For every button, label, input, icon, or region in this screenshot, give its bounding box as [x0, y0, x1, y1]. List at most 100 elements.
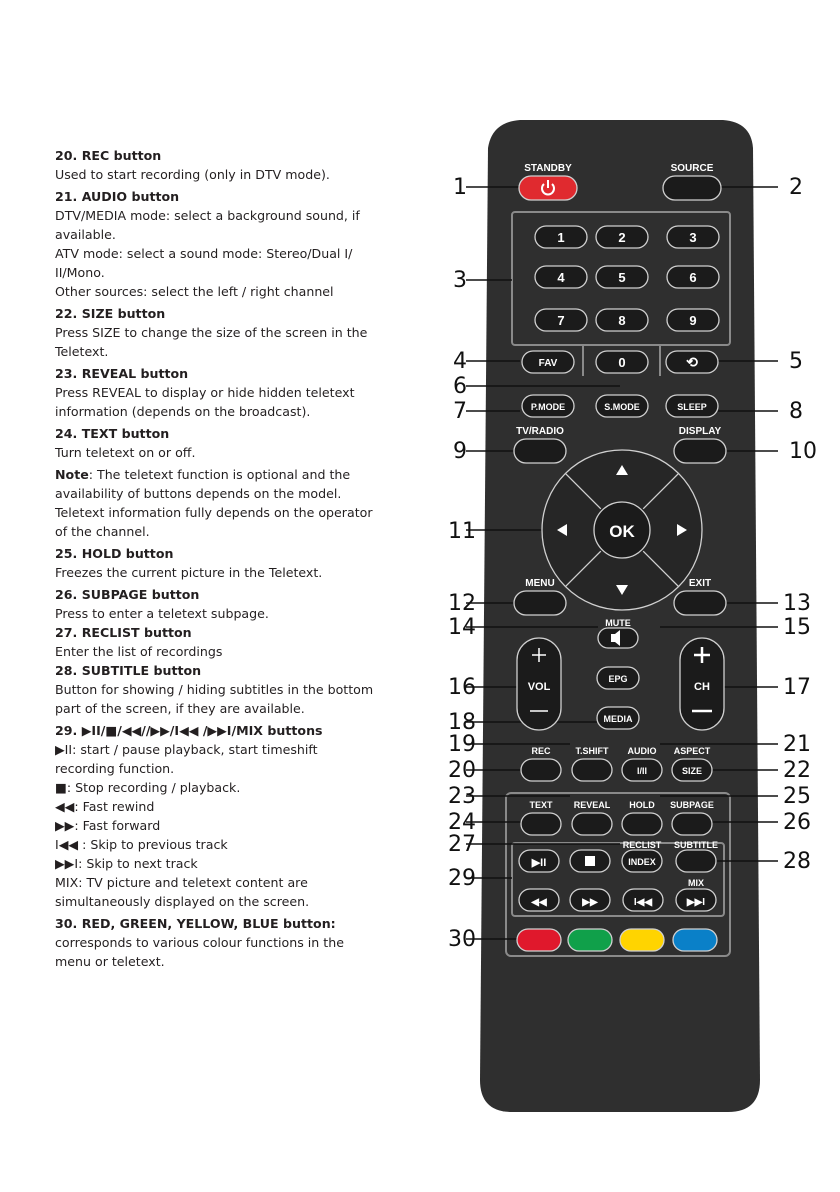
- ch-label: CH: [694, 681, 710, 693]
- digit-label: 2: [618, 230, 625, 245]
- volume-rocker[interactable]: [516, 637, 562, 731]
- subtitle-label: SUBTITLE: [674, 840, 718, 850]
- hold-button[interactable]: [621, 812, 663, 836]
- source-label: SOURCE: [671, 163, 714, 174]
- red-button[interactable]: [516, 928, 562, 952]
- smode-button[interactable]: [595, 394, 649, 418]
- green-button[interactable]: [567, 928, 613, 952]
- prev-track-icon: I◀◀: [634, 897, 652, 908]
- digit-2-button[interactable]: [595, 225, 649, 249]
- audio-button-label: I/II: [637, 766, 647, 776]
- section-line: Enter the list of recordings: [55, 644, 223, 659]
- fav-button[interactable]: [521, 350, 575, 374]
- blue-button[interactable]: [672, 928, 718, 952]
- section-title: 21. AUDIO button: [55, 189, 180, 204]
- size-button[interactable]: [671, 758, 713, 782]
- dpad-divider: [642, 550, 680, 588]
- tvradio-button[interactable]: [513, 438, 567, 464]
- digit-3-button[interactable]: [666, 225, 720, 249]
- section-line: Freezes the current picture in the Telet…: [55, 565, 323, 580]
- epg-button[interactable]: [596, 666, 640, 690]
- section-line: ▶▶: Fast forward: [55, 818, 161, 833]
- standby-label: STANDBY: [524, 163, 572, 174]
- callout-number: 1: [453, 175, 467, 200]
- display-label: DISPLAY: [679, 426, 722, 437]
- digit-label: 4: [557, 270, 565, 285]
- callout-number: 16: [448, 675, 476, 700]
- callout-number: 7: [453, 399, 467, 424]
- digit-9-button[interactable]: [666, 308, 720, 332]
- audio-button[interactable]: [621, 758, 663, 782]
- pmode-button[interactable]: [521, 394, 575, 418]
- note-label: Note: [55, 467, 89, 482]
- next-track-button[interactable]: [675, 888, 717, 912]
- section-title: 29. ▶II/■/◀◀//▶▶/I◀◀ /▶▶I/MIX buttons: [55, 723, 323, 738]
- media-label: MEDIA: [604, 714, 634, 724]
- sleep-button[interactable]: [665, 394, 719, 418]
- section-line: ▶II: start / pause playback, start times…: [55, 742, 318, 776]
- manual-section: 29. ▶II/■/◀◀//▶▶/I◀◀ /▶▶I/MIX buttons ▶II…: [55, 721, 375, 911]
- aspect-label: ASPECT: [674, 746, 711, 756]
- reclist-label: RECLIST: [623, 840, 662, 850]
- media-button[interactable]: [596, 706, 640, 730]
- left-arrow-icon[interactable]: [557, 524, 567, 536]
- section-line: Other sources: select the left / right c…: [55, 284, 334, 299]
- channel-rocker[interactable]: [679, 637, 725, 731]
- right-arrow-icon[interactable]: [677, 524, 687, 536]
- section-title: 30. RED, GREEN, YELLOW, BLUE button:: [55, 916, 336, 931]
- down-arrow-icon[interactable]: [616, 585, 628, 595]
- menu-label: MENU: [525, 578, 554, 589]
- callout-number: 11: [448, 519, 476, 544]
- exit-button[interactable]: [673, 590, 727, 616]
- rec-button[interactable]: [520, 758, 562, 782]
- menu-button[interactable]: [513, 590, 567, 616]
- pmode-label: P.MODE: [531, 402, 565, 412]
- fast-forward-button[interactable]: [569, 888, 611, 912]
- callout-number: 20: [448, 758, 476, 783]
- section-line: Press SIZE to change the size of the scr…: [55, 325, 368, 359]
- section-title: 25. HOLD button: [55, 546, 174, 561]
- prev-track-button[interactable]: [622, 888, 664, 912]
- up-arrow-icon[interactable]: [616, 465, 628, 475]
- source-button[interactable]: [662, 175, 722, 201]
- subtitle-button[interactable]: [675, 849, 717, 873]
- section-line: I◀◀ : Skip to previous track: [55, 837, 228, 852]
- digit-8-button[interactable]: [595, 308, 649, 332]
- reveal-button[interactable]: [571, 812, 613, 836]
- digit-7-button[interactable]: [534, 308, 588, 332]
- text-button[interactable]: [520, 812, 562, 836]
- section-line: DTV/MEDIA mode: select a background soun…: [55, 208, 360, 242]
- vol-label: VOL: [528, 681, 551, 693]
- rewind-button[interactable]: [518, 888, 560, 912]
- digit-label: 6: [689, 270, 696, 285]
- digit-label: 7: [557, 313, 564, 328]
- digit-5-button[interactable]: [595, 265, 649, 289]
- subpage-button[interactable]: [671, 812, 713, 836]
- callout-number: 5: [789, 349, 803, 374]
- callout-number: 22: [783, 758, 811, 783]
- callout-number: 9: [453, 439, 467, 464]
- digit-1-button[interactable]: [534, 225, 588, 249]
- digit-label: 8: [618, 313, 625, 328]
- section-title: 27. RECLIST button: [55, 625, 192, 640]
- index-button[interactable]: [621, 849, 663, 873]
- epg-label: EPG: [608, 674, 627, 684]
- play-pause-button[interactable]: [518, 849, 560, 873]
- callout-number: 17: [783, 675, 811, 700]
- tshift-button[interactable]: [571, 758, 613, 782]
- display-button[interactable]: [673, 438, 727, 464]
- digit-label: 1: [557, 230, 564, 245]
- digit-4-button[interactable]: [534, 265, 588, 289]
- ok-button[interactable]: [593, 501, 651, 559]
- digit-0-button[interactable]: [595, 350, 649, 374]
- section-title: 23. REVEAL button: [55, 366, 189, 381]
- callout-number: 2: [789, 175, 803, 200]
- return-button[interactable]: [665, 350, 719, 374]
- callout-number: 3: [453, 268, 467, 293]
- digit-6-button[interactable]: [666, 265, 720, 289]
- yellow-button[interactable]: [619, 928, 665, 952]
